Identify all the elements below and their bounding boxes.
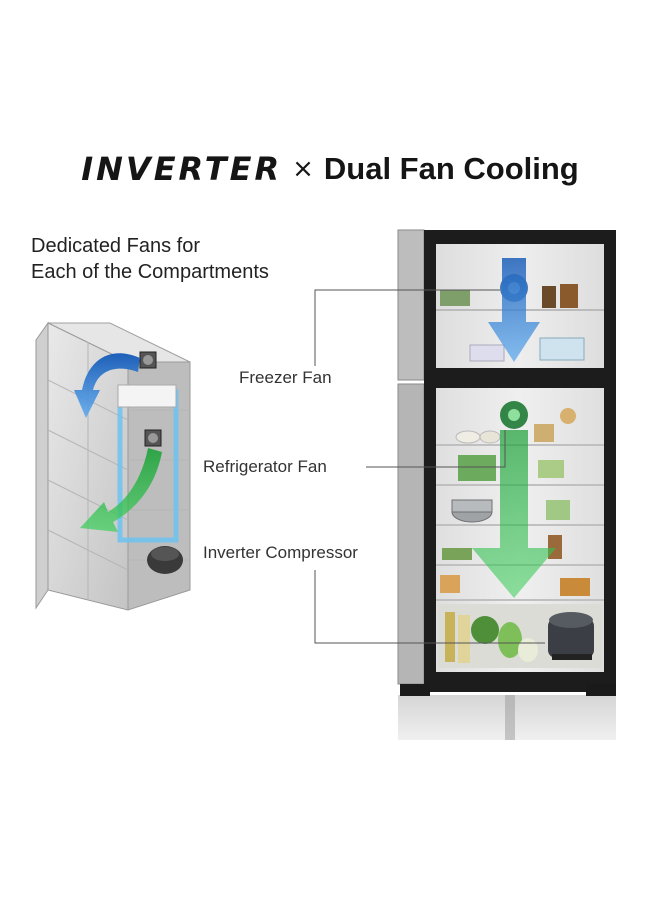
food-item bbox=[560, 578, 590, 596]
food-item bbox=[442, 548, 472, 560]
food-item bbox=[538, 460, 564, 478]
food-item bbox=[548, 535, 562, 559]
compressor-leader bbox=[314, 570, 545, 644]
vegetable bbox=[471, 616, 499, 644]
freezer-door-edge bbox=[397, 229, 425, 381]
vegetable bbox=[518, 638, 538, 662]
food-item bbox=[560, 408, 576, 424]
freezer-item bbox=[560, 284, 578, 308]
refrigerator-fan-label: Refrigerator Fan bbox=[203, 457, 327, 476]
freezer-item bbox=[542, 286, 556, 308]
food-item bbox=[479, 430, 501, 444]
refrigerator-fan-leader bbox=[366, 430, 506, 468]
blue-airflow-arrow bbox=[74, 353, 140, 418]
headline-text: Dual Fan Cooling bbox=[323, 151, 579, 186]
freezer-airflow-arrow bbox=[488, 258, 540, 362]
freezer-fan-label: Freezer Fan bbox=[239, 368, 332, 387]
subtitle-line-1: Dedicated Fans for bbox=[31, 235, 200, 257]
freezer-item bbox=[539, 337, 585, 361]
vegetable bbox=[445, 612, 455, 662]
refrigerator-fan-icon bbox=[500, 401, 528, 429]
food-item bbox=[458, 455, 496, 481]
food-item bbox=[534, 424, 554, 442]
green-airflow-arrow bbox=[80, 448, 162, 532]
subtitle: Dedicated Fans for Each of the Compartme… bbox=[31, 233, 269, 285]
inverter-compressor-icon bbox=[548, 612, 594, 660]
cutaway-diagram bbox=[35, 321, 191, 611]
fridge-door-edge bbox=[397, 383, 425, 685]
freezer-fan-leader bbox=[314, 289, 500, 366]
leader-lines bbox=[314, 289, 545, 644]
food-item bbox=[440, 575, 460, 593]
freezer-fan-panel bbox=[117, 384, 177, 408]
vegetable bbox=[458, 615, 470, 663]
subtitle-line-2: Each of the Compartments bbox=[31, 261, 269, 283]
inverter-compressor-label: Inverter Compressor bbox=[203, 543, 358, 562]
freezer-item bbox=[440, 290, 470, 306]
times-symbol: × bbox=[292, 154, 314, 184]
food-item bbox=[455, 430, 481, 444]
refrigerator bbox=[397, 229, 616, 740]
freezer-item bbox=[469, 344, 505, 362]
headline: INVERTER × Dual Fan Cooling bbox=[0, 150, 660, 188]
vegetable bbox=[498, 622, 522, 658]
inverter-logo-text: INVERTER bbox=[81, 150, 283, 188]
cutaway-left-face bbox=[35, 321, 49, 610]
refrigerator-airflow-arrow bbox=[472, 430, 556, 598]
food-item bbox=[546, 500, 570, 520]
